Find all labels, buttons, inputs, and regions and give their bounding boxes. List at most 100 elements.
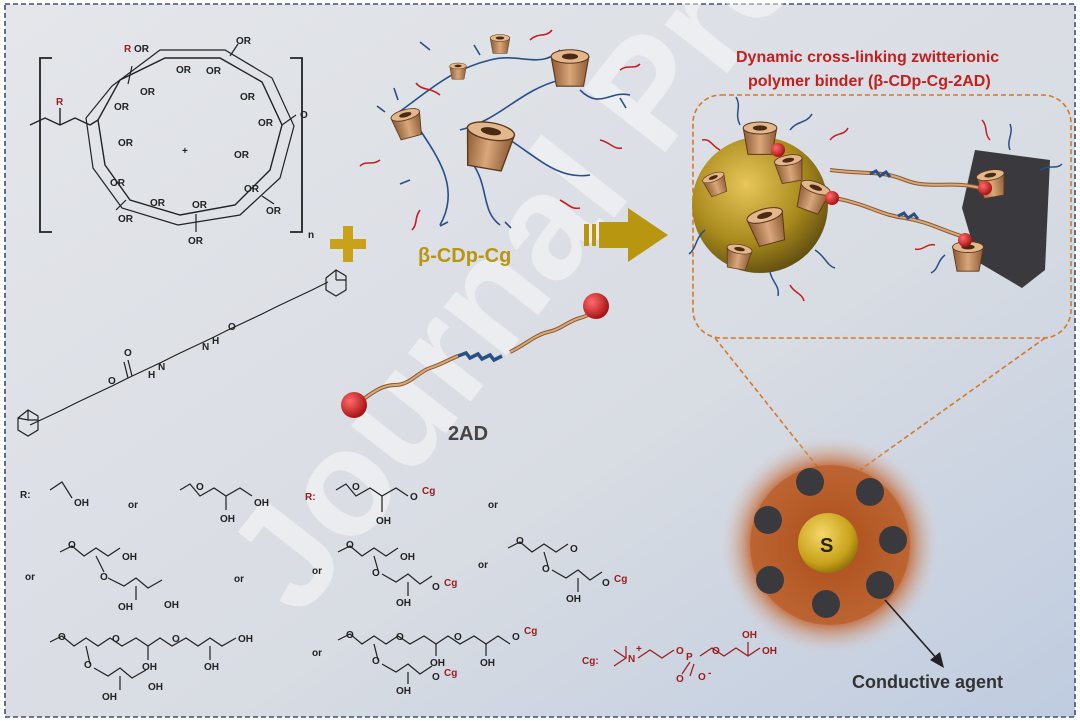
svg-text:O: O — [516, 536, 524, 547]
svg-text:or: or — [128, 500, 138, 511]
svg-text:-: - — [708, 668, 711, 679]
svg-text:O: O — [712, 646, 720, 657]
svg-text:O: O — [346, 630, 354, 641]
svg-text:OR: OR — [150, 198, 166, 209]
svg-text:OR: OR — [244, 184, 260, 195]
svg-text:+: + — [636, 644, 642, 655]
svg-text:R:: R: — [20, 490, 31, 501]
svg-text:Cg:: Cg: — [582, 656, 599, 667]
svg-text:OH: OH — [118, 602, 133, 613]
svg-text:OR: OR — [266, 206, 282, 217]
svg-text:OR: OR — [118, 214, 134, 225]
svg-text:OH: OH — [430, 658, 445, 669]
svg-text:OH: OH — [74, 498, 89, 509]
svg-text:H: H — [212, 336, 219, 347]
svg-text:O: O — [432, 582, 440, 593]
title-line-2: polymer binder (β-CDp-Cg-2AD) — [748, 73, 991, 90]
svg-text:or: or — [25, 572, 35, 583]
svg-text:Cg: Cg — [614, 574, 627, 585]
svg-text:or: or — [234, 574, 244, 585]
svg-text:OH: OH — [376, 516, 391, 527]
gold-plus-sign — [330, 226, 366, 262]
cg-zwitterion-structure: Cg: N + O P O O - O OH OH — [582, 630, 777, 685]
svg-text:P: P — [686, 652, 693, 663]
beta-cdp-cg-polymer — [359, 29, 641, 231]
zoom-line-right — [859, 337, 1046, 471]
svg-text:OR: OR — [110, 178, 126, 189]
svg-text:OH: OH — [396, 686, 411, 697]
adamantane-guest-molecule — [17, 269, 347, 437]
sulfur-label: S — [820, 535, 833, 557]
cavity-plus: + — [182, 146, 188, 157]
svg-text:O: O — [396, 632, 404, 643]
beta-cyclodextrin-structure: n R OR R OR OR OR OR OR OR OR OR OR OR O… — [29, 36, 314, 247]
svg-text:O: O — [100, 572, 108, 583]
svg-text:O: O — [676, 674, 684, 685]
svg-text:N: N — [202, 342, 209, 353]
svg-text:OH: OH — [238, 634, 253, 645]
svg-text:or: or — [488, 500, 498, 511]
svg-text:OH: OH — [480, 658, 495, 669]
2ad-guest-chain — [341, 293, 609, 418]
svg-text:O: O — [172, 634, 180, 645]
svg-text:N: N — [158, 362, 165, 373]
svg-text:O: O — [454, 632, 462, 643]
svg-text:OR: OR — [240, 92, 256, 103]
svg-text:OH: OH — [400, 552, 415, 563]
svg-text:or: or — [312, 566, 322, 577]
conductive-agent-label: Conductive agent — [852, 672, 1003, 692]
r-group-definitions: R: OH or O OH OH R: O OH O Cg or or O O … — [20, 481, 627, 703]
svg-text:OH: OH — [142, 662, 157, 673]
svg-text:OR: OR — [134, 44, 150, 55]
svg-text:O: O — [352, 482, 360, 493]
svg-text:O: O — [372, 568, 380, 579]
svg-text:or: or — [312, 648, 322, 659]
guest-label: 2AD — [448, 423, 488, 445]
title-line-1: Dynamic cross-linking zwitterionic — [736, 49, 999, 66]
polymer-label: β-CDp-Cg — [418, 245, 511, 267]
svg-text:O: O — [84, 660, 92, 671]
conductive-agent-pointer — [884, 599, 939, 661]
svg-text:O: O — [410, 492, 418, 503]
svg-text:OR: OR — [188, 236, 204, 247]
svg-text:OR: OR — [140, 87, 156, 98]
svg-text:R:: R: — [305, 492, 316, 503]
svg-text:O: O — [300, 110, 308, 121]
svg-text:OH: OH — [396, 598, 411, 609]
svg-text:O: O — [542, 564, 550, 575]
svg-text:Cg: Cg — [524, 626, 537, 637]
svg-text:or: or — [478, 560, 488, 571]
reaction-arrow — [584, 208, 668, 262]
svg-text:O: O — [698, 672, 706, 683]
svg-text:Cg: Cg — [422, 486, 435, 497]
svg-text:O: O — [228, 322, 236, 333]
svg-text:O: O — [512, 632, 520, 643]
svg-text:O: O — [108, 376, 116, 387]
svg-text:OH: OH — [102, 692, 117, 703]
svg-text:O: O — [346, 540, 354, 551]
svg-text:N: N — [628, 654, 635, 665]
svg-text:OR: OR — [192, 200, 208, 211]
svg-text:OH: OH — [220, 514, 235, 525]
svg-text:R: R — [124, 44, 132, 55]
svg-text:OR: OR — [234, 150, 250, 161]
svg-text:OR: OR — [236, 36, 252, 47]
repeat-unit-n: n — [308, 230, 314, 241]
svg-text:OR: OR — [206, 66, 222, 77]
svg-text:Cg: Cg — [444, 578, 457, 589]
svg-text:O: O — [58, 632, 66, 643]
svg-text:Cg: Cg — [444, 668, 457, 679]
svg-text:OR: OR — [118, 138, 134, 149]
svg-text:O: O — [68, 540, 76, 551]
svg-text:OR: OR — [114, 102, 130, 113]
svg-text:OR: OR — [258, 118, 274, 129]
svg-text:O: O — [676, 646, 684, 657]
svg-text:O: O — [372, 656, 380, 667]
binder-network-detail — [688, 96, 1063, 302]
svg-text:R: R — [56, 97, 64, 108]
svg-text:OH: OH — [204, 662, 219, 673]
svg-text:O: O — [196, 482, 204, 493]
svg-text:O: O — [570, 544, 578, 555]
